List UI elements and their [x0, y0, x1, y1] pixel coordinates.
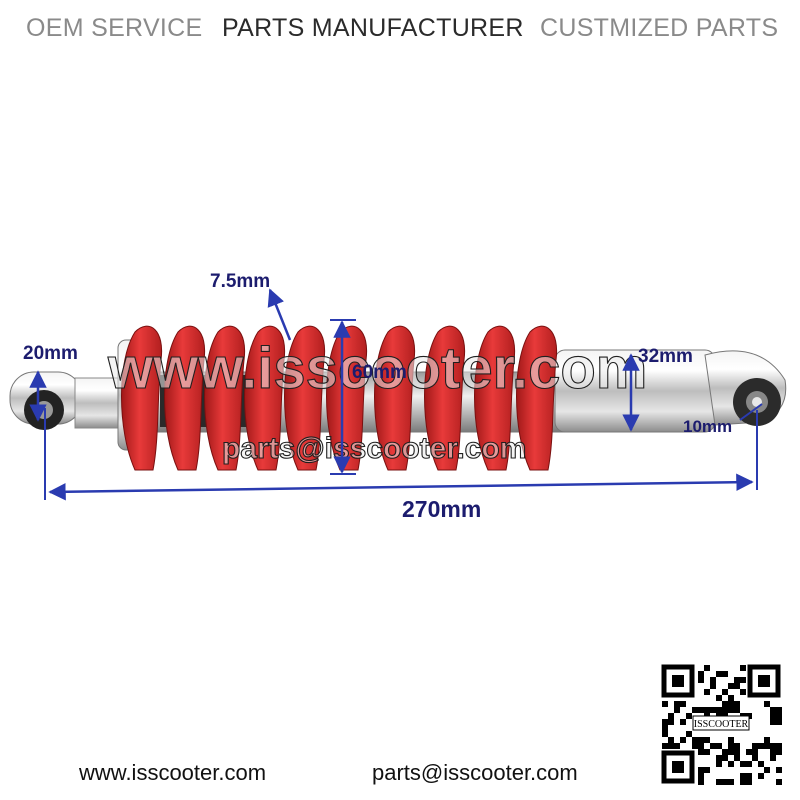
spring-coil [121, 325, 163, 471]
qr-logo-label: ISSCOOTER [694, 719, 749, 730]
spring-coil [244, 325, 286, 471]
watermark-main: www.isscooter.com [107, 336, 647, 401]
footer-website: www.isscooter.com [79, 760, 267, 785]
bolt-hole-line [739, 403, 763, 421]
watermark-secondary: parts@isscooter.com [222, 432, 526, 465]
spring-coil [424, 325, 466, 471]
banner-parts-manufacturer: PARTS MANUFACTURER [222, 14, 524, 42]
wire-thickness-line [267, 288, 292, 341]
body-diameter-label: 32mm [638, 346, 693, 367]
spring-coil [204, 325, 246, 471]
spring-coil [374, 325, 416, 471]
top-banner: OEM SERVICE PARTS MANUFACTURER CUSTMIZED… [0, 14, 800, 46]
eye-diameter-label: 20mm [23, 343, 78, 364]
spring-coil [516, 325, 558, 471]
wire-thickness-label: 7.5mm [210, 271, 270, 292]
right-eye-mount [704, 350, 787, 426]
dimension-lines [29, 288, 763, 501]
footer-email: parts@isscooter.com [372, 760, 578, 785]
spring-coil [164, 325, 206, 471]
banner-oem-service: OEM SERVICE [26, 14, 203, 42]
banner-customized-parts: CUSTMIZED PARTS [540, 14, 779, 42]
bolt-hole-label: 10mm [683, 417, 732, 436]
spring-coil [284, 325, 326, 471]
spring-coil [474, 325, 516, 471]
total-length-line [48, 473, 754, 501]
spring-diameter-label: 60mm [352, 362, 407, 383]
red-coil-spring [121, 325, 558, 471]
qr-code: ISSCOOTER [660, 663, 782, 785]
total-length-label: 270mm [402, 496, 481, 522]
